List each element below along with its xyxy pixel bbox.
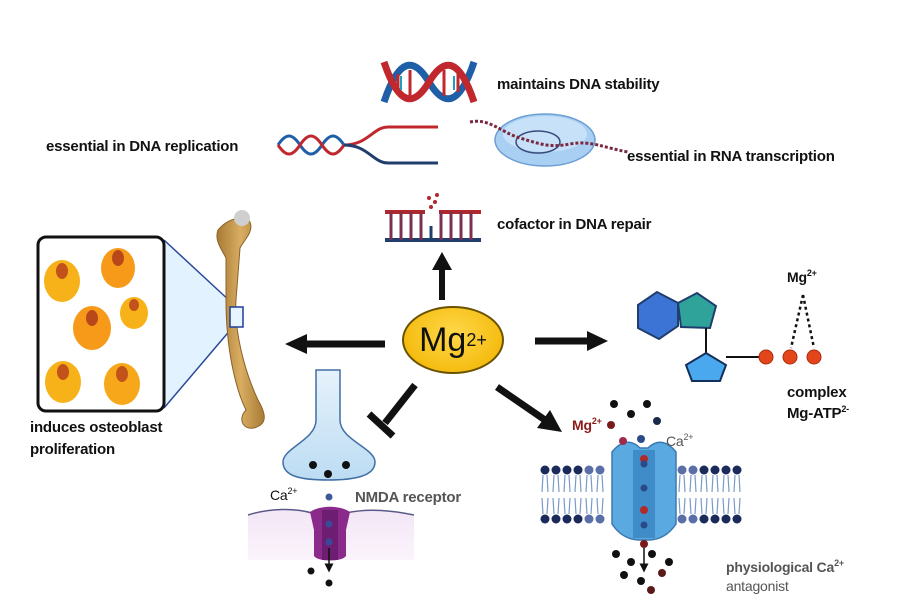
lipid-tail [563,474,571,515]
nmda-ca-symbol: Ca [270,487,288,503]
lipid-head [551,465,561,475]
lipid-tail [552,474,560,515]
antagonist-text: physiological Ca [726,559,835,575]
lipid-tail [722,474,730,515]
center-ion-symbol: Mg [419,320,467,359]
rna-polymerase-icon [469,113,629,167]
lipid-head [573,465,583,475]
atp-mg-charge: 2+ [806,268,817,278]
lipid-head [562,514,572,524]
lipid-head [677,465,687,475]
dna-repair-icon [385,193,481,242]
phosphate-group [758,349,822,365]
arrow-left [285,334,385,354]
lipid-head [721,465,731,475]
lipid-tail [678,474,686,515]
nmda-ca-charge: 2+ [287,486,298,496]
lipid-head [540,465,550,475]
mg-atp-text: Mg-ATP [787,405,842,422]
lipid-tail [733,474,741,515]
antagonist-charge: 2+ [834,558,844,568]
ion-particles [607,400,673,594]
osteoblast-cell [44,260,80,302]
channel-mg-symbol: Mg [572,417,592,433]
lipid-head [688,465,698,475]
label-osteoblast-line2: proliferation [30,441,115,458]
label-dna-repair: cofactor in DNA repair [497,216,652,233]
mg-atp-charge: 2- [841,404,849,414]
label-atp-mg: Mg2+ [787,268,817,285]
label-dna-stability: maintains DNA stability [497,76,660,93]
lipid-head [562,465,572,475]
lipid-head [584,465,594,475]
osteoblast-cell [45,361,81,403]
lipid-head [573,514,583,524]
lipid-tail [541,474,549,515]
channel-mg-charge: 2+ [591,416,602,426]
lipid-head [551,514,561,524]
arrow-down-right [495,384,562,432]
label-channel-mg: Mg2+ [572,416,602,433]
osteoblast-cell [73,306,111,350]
atp-mg-symbol: Mg [787,269,807,285]
arrow-right [535,331,608,351]
lipid-head [732,465,742,475]
lipid-head [710,465,720,475]
lipid-head [721,514,731,524]
label-complex: complex [787,384,847,401]
lipid-head [699,514,709,524]
dna-helix-icon [380,60,478,104]
lipid-head [595,514,605,524]
lipid-head [732,514,742,524]
lipid-head [710,514,720,524]
femur-bone-icon [216,210,265,429]
osteoblast-cell [101,248,135,288]
label-nmda-ca: Ca2+ [270,486,298,503]
lipid-head [688,514,698,524]
label-channel-ca: Ca2+ [666,432,694,449]
lipid-head [595,465,605,475]
lipid-head [584,514,594,524]
lipid-head [677,514,687,524]
lipid-tail [596,474,604,515]
lipid-tail [711,474,719,515]
lipid-tail [585,474,593,515]
center-ion-charge: 2+ [466,329,487,350]
label-dna-replication: essential in DNA replication [46,138,239,155]
lipid-head [540,514,550,524]
channel-ca-symbol: Ca [666,433,684,449]
calcium-channel-icon [611,441,677,573]
label-antagonist-line2: antagonist [726,578,789,594]
label-nmda-receptor: NMDA receptor [355,489,462,506]
label-mg-atp: Mg-ATP2- [787,404,849,422]
osteoblast-cell [104,363,140,405]
label-antagonist-line1: physiological Ca2+ [726,558,844,575]
lipid-tail [689,474,697,515]
channel-ca-charge: 2+ [683,432,694,442]
atp-molecule-icon [637,290,822,382]
lipid-tail [700,474,708,515]
cell-membrane [540,465,742,524]
osteoblast-panel [36,235,233,413]
dna-replication-icon [276,125,438,165]
inhibition-bar [366,382,418,439]
lipid-tail [574,474,582,515]
arrow-up [432,252,452,300]
nmda-receptor-icon [307,506,350,587]
osteoblast-cell [120,297,148,329]
label-osteoblast-line1: induces osteoblast [30,419,163,436]
lipid-head [699,465,709,475]
label-rna-transcription: essential in RNA transcription [627,148,835,165]
neuron-terminal-icon [282,369,376,501]
